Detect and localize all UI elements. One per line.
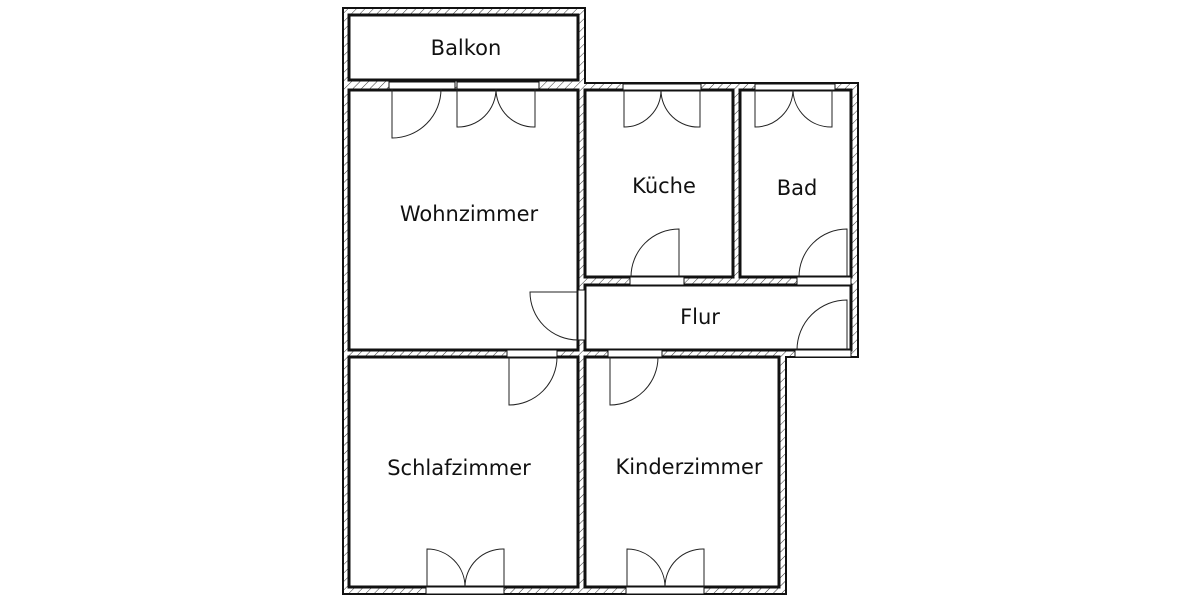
window-opening bbox=[754, 83, 836, 91]
window-opening bbox=[425, 586, 505, 595]
door-swing-icon bbox=[630, 228, 680, 278]
room-label-kueche: Küche bbox=[632, 174, 696, 198]
door-swings bbox=[391, 88, 848, 588]
door-opening bbox=[629, 276, 685, 286]
window-swing-icon bbox=[792, 89, 833, 128]
door-opening bbox=[506, 349, 558, 358]
room-balkon bbox=[347, 13, 580, 82]
window-swing-icon bbox=[426, 548, 466, 588]
window-swing-icon bbox=[664, 548, 705, 588]
room-label-wohnzimmer: Wohnzimmer bbox=[400, 202, 539, 226]
room-label-balkon: Balkon bbox=[431, 36, 502, 60]
window-swing-icon bbox=[391, 88, 442, 139]
door-opening bbox=[796, 276, 852, 286]
window-opening bbox=[622, 83, 702, 91]
door-swing-icon bbox=[529, 291, 579, 341]
window-opening bbox=[388, 81, 456, 90]
window-swing-icon bbox=[660, 89, 701, 128]
window-swing-icon bbox=[495, 88, 536, 128]
window-swing-icon bbox=[456, 88, 497, 128]
door-opening bbox=[577, 289, 586, 341]
window-opening bbox=[456, 81, 540, 90]
window-swing-icon bbox=[626, 548, 666, 588]
door-opening bbox=[607, 349, 663, 358]
door-swing-icon bbox=[796, 299, 848, 351]
window-swing-icon bbox=[754, 89, 794, 128]
rooms bbox=[347, 13, 853, 589]
room-kinderzimmer bbox=[583, 355, 781, 589]
room-label-kinderzimmer: Kinderzimmer bbox=[615, 455, 762, 479]
door-opening bbox=[794, 349, 852, 358]
wall-openings bbox=[388, 81, 852, 595]
window-swing-icon bbox=[623, 89, 662, 128]
window-swing-icon bbox=[464, 548, 505, 588]
window-opening bbox=[625, 586, 705, 595]
door-swing-icon bbox=[508, 356, 558, 406]
room-schlafzimmer bbox=[347, 355, 580, 589]
room-label-schlafzimmer: Schlafzimmer bbox=[387, 456, 531, 480]
door-swing-icon bbox=[798, 228, 848, 278]
room-kueche bbox=[583, 88, 735, 279]
door-swing-icon bbox=[609, 356, 659, 406]
room-label-bad: Bad bbox=[777, 176, 818, 200]
room-label-flur: Flur bbox=[680, 305, 720, 329]
room-wohnzimmer bbox=[347, 88, 580, 352]
